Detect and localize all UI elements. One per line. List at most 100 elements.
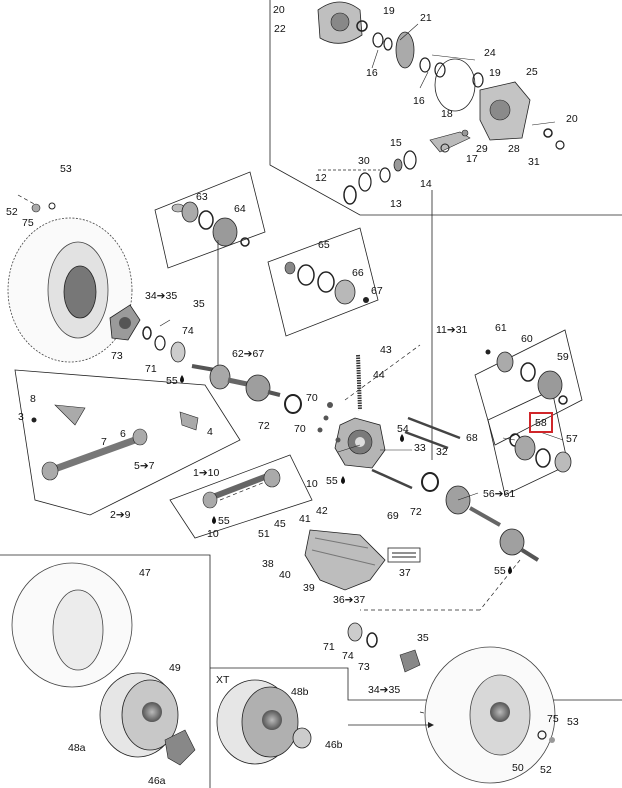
label-56-61: 56➔61 (483, 488, 515, 500)
label-45: 45 (274, 518, 286, 530)
label-47: 47 (139, 567, 151, 579)
label-51: 51 (258, 528, 270, 540)
label-xt: XT (216, 674, 230, 686)
label-70: 70 (306, 392, 318, 404)
front-tire (7, 217, 133, 363)
label-24: 24 (484, 47, 496, 59)
label-60: 60 (521, 333, 533, 345)
leader-lines (159, 23, 564, 501)
label-12: 12 (315, 172, 327, 184)
label-25: 25 (526, 66, 538, 78)
label-72: 72 (258, 420, 270, 432)
label-46a: 46a (148, 775, 166, 787)
label-38: 38 (262, 558, 274, 570)
label-69: 69 (387, 510, 399, 522)
label-46b: 46b (325, 739, 343, 751)
label-59: 59 (557, 351, 569, 363)
label-14: 14 (420, 178, 432, 190)
label-42: 42 (316, 505, 328, 517)
label-34-35: 34➔35 (145, 290, 177, 302)
label-70b: 70 (294, 423, 306, 435)
label-71b: 71 (323, 641, 335, 653)
label-55d: 55 (494, 565, 506, 577)
label-29: 29 (476, 143, 488, 155)
label-5-7: 5➔7 (134, 460, 155, 472)
label-52: 52 (6, 206, 18, 218)
front-drive-shaft (171, 201, 369, 402)
bottom-left-wheel (11, 562, 196, 766)
label-43: 43 (380, 344, 392, 356)
label-48b: 48b (291, 686, 309, 698)
label-44: 44 (373, 369, 385, 381)
label-17: 17 (466, 153, 478, 165)
label-10: 10 (306, 478, 318, 490)
label-20b: 20 (566, 113, 578, 125)
label-52b: 52 (540, 764, 552, 776)
label-73b: 73 (358, 661, 370, 673)
label-74b: 74 (342, 650, 354, 662)
label-3: 3 (18, 411, 24, 423)
label-75b: 75 (547, 713, 559, 725)
label-35: 35 (193, 298, 205, 310)
label-57: 57 (566, 433, 578, 445)
label-75: 75 (22, 217, 34, 229)
label-6: 6 (120, 428, 126, 440)
label-39: 39 (303, 582, 315, 594)
front-hub-parts (31, 202, 186, 363)
label-48a: 48a (68, 742, 86, 754)
label-66: 66 (352, 267, 364, 279)
label-19: 19 (383, 5, 395, 17)
label-7: 7 (101, 436, 107, 448)
label-74: 74 (182, 325, 194, 337)
label-64: 64 (234, 203, 246, 215)
label-55: 55 (166, 375, 178, 387)
label-15: 15 (390, 137, 402, 149)
label-33: 33 (414, 442, 426, 454)
part-labels: 20 22 19 21 16 24 16 19 25 18 20 15 29 1… (6, 4, 579, 787)
label-67: 67 (371, 285, 383, 297)
label-2-9: 2➔9 (110, 509, 131, 521)
label-16: 16 (366, 67, 378, 79)
label-40: 40 (279, 569, 291, 581)
label-53b: 53 (567, 716, 579, 728)
highlight-box-58 (529, 412, 553, 433)
rear-differential-parts (317, 1, 565, 205)
skid-plate (304, 529, 421, 591)
label-10b: 10 (207, 528, 219, 540)
label-34-35b: 34➔35 (368, 684, 400, 696)
pointer-arrow (428, 722, 434, 728)
label-61: 61 (495, 322, 507, 334)
label-32: 32 (436, 446, 448, 458)
label-16b: 16 (413, 95, 425, 107)
rear-drive-shaft (445, 349, 572, 562)
label-41: 41 (299, 513, 311, 525)
label-36-37: 36➔37 (333, 594, 365, 606)
label-1-10: 1➔10 (193, 467, 219, 479)
label-72b: 72 (410, 506, 422, 518)
label-18: 18 (441, 108, 453, 120)
label-21: 21 (420, 12, 432, 24)
label-53: 53 (60, 163, 72, 175)
label-30: 30 (358, 155, 370, 167)
label-4: 4 (207, 426, 213, 438)
label-58: 58 (535, 417, 547, 429)
xt-wheel (216, 679, 312, 765)
label-63: 63 (196, 191, 208, 203)
label-11-31: 11➔31 (436, 324, 468, 336)
label-13: 13 (390, 198, 402, 210)
label-49: 49 (169, 662, 181, 674)
label-37: 37 (399, 567, 411, 579)
label-65: 65 (318, 239, 330, 251)
label-55b: 55 (326, 475, 338, 487)
label-8: 8 (30, 393, 36, 405)
label-73: 73 (111, 350, 123, 362)
label-71: 71 (145, 363, 157, 375)
label-50: 50 (512, 762, 524, 774)
label-28: 28 (508, 143, 520, 155)
label-31: 31 (528, 156, 540, 168)
label-35b: 35 (417, 632, 429, 644)
label-55c: 55 (218, 515, 230, 527)
label-54: 54 (397, 423, 409, 435)
